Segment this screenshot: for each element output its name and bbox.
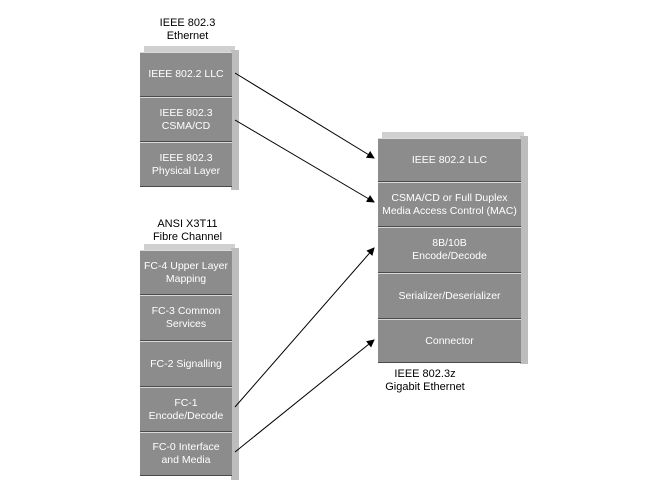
- arrow-csma-to-mac: [234, 119, 375, 203]
- ethernet-layer-llc: IEEE 802.2 LLC: [140, 52, 232, 97]
- gigabit-ethernet-stack-caption: IEEE 802.3z Gigabit Ethernet: [385, 368, 465, 393]
- fc0-layer: FC-0 Interface and Media: [140, 432, 232, 476]
- arrow-fc0-to-connector: [234, 339, 375, 453]
- arrow-fc1-to-8b10b: [234, 247, 375, 408]
- ethernet-stack-caption: IEEE 802.3 Ethernet: [159, 17, 216, 42]
- gbe-layer-mac: CSMA/CD or Full Duplex Media Access Cont…: [378, 182, 521, 227]
- arrow-llc-to-llc: [234, 72, 375, 159]
- fc4-layer: FC-4 Upper Layer Mapping: [140, 250, 232, 295]
- fc1-layer: FC-1 Encode/Decode: [140, 387, 232, 432]
- gbe-layer-connector: Connector: [378, 319, 521, 363]
- ethernet-layer-csma-cd: IEEE 802.3 CSMA/CD: [140, 97, 232, 142]
- gbe-layer-8b10b: 8B/10B Encode/Decode: [378, 227, 521, 273]
- gbe-layer-serdes: Serializer/Deserializer: [378, 273, 521, 319]
- fc2-layer: FC-2 Signalling: [140, 341, 232, 387]
- ethernet-layer-physical: IEEE 802.3 Physical Layer: [140, 142, 232, 187]
- gbe-layer-llc: IEEE 802.2 LLC: [378, 138, 521, 182]
- fc3-layer: FC-3 Common Services: [140, 295, 232, 341]
- fibre-channel-stack-caption: ANSI X3T11 Fibre Channel: [152, 218, 223, 243]
